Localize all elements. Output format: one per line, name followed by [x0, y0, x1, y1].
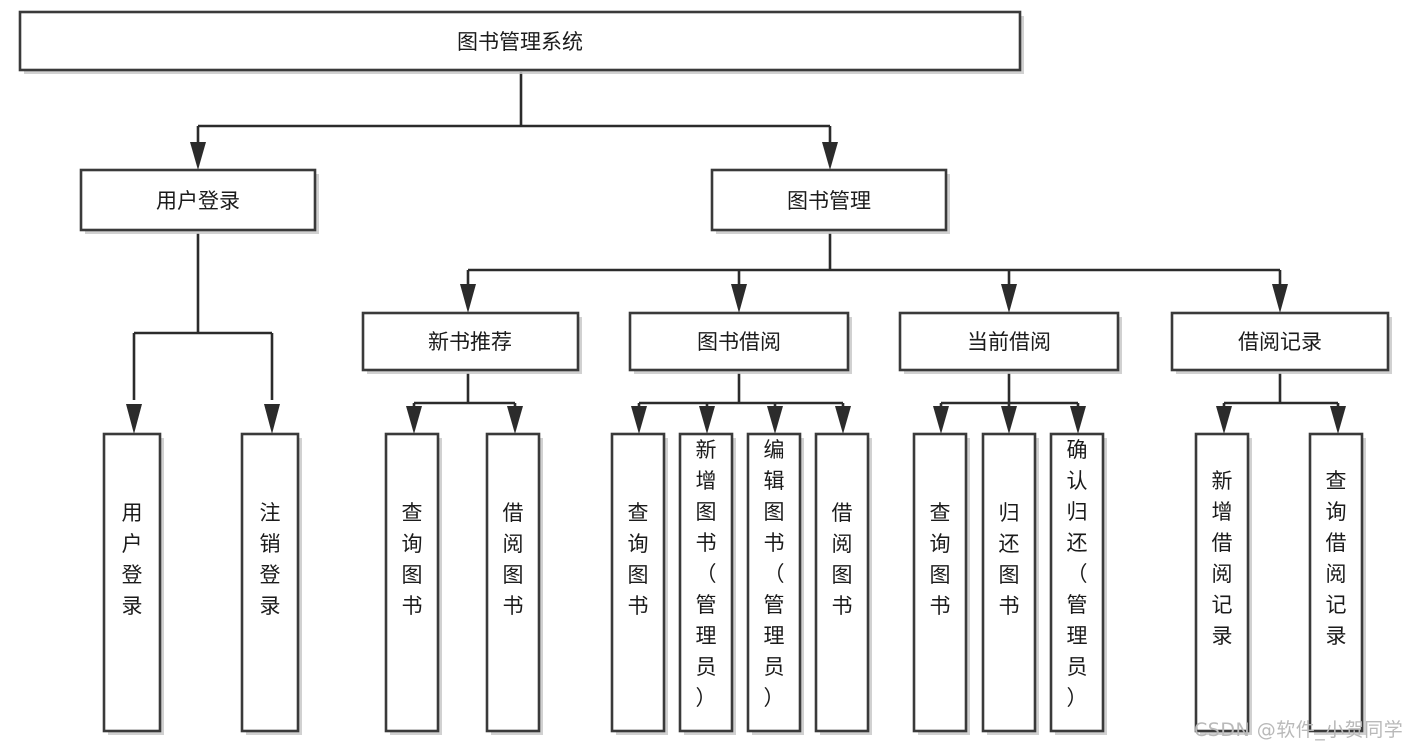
node-new-book-recommend-label: 新书推荐	[428, 330, 512, 354]
leaf-confirm-return-label: 确认归还（管理员）	[1067, 438, 1088, 710]
leaf-borrow-book-1-label: 借阅图书	[503, 501, 524, 618]
arrow-head-leaf-confirm-return	[1070, 406, 1086, 434]
leaf-node-edit-book[interactable]: 编辑图书（管理员）	[746, 432, 804, 735]
leaf-node-logout-login[interactable]: 注销登录	[240, 432, 302, 735]
arrow-head-leaf-return-book	[1001, 406, 1017, 434]
leaf-return-book-box	[981, 432, 1037, 733]
node-new-book-recommend-box	[361, 311, 580, 372]
node-user-login[interactable]: 用户登录	[79, 168, 319, 234]
leaf-borrow-book-1-box	[485, 432, 541, 733]
arrow-head-user-login	[190, 142, 206, 170]
node-current-borrow-label: 当前借阅	[967, 330, 1051, 354]
node-borrow-record-box	[1170, 311, 1390, 372]
leaf-logout-login-box	[240, 432, 300, 733]
node-book-management-label: 图书管理	[787, 189, 871, 213]
leaf-query-book-2-box	[610, 432, 666, 733]
node-borrow-record-label: 借阅记录	[1238, 330, 1322, 354]
arrow-head-leaf-edit-book	[767, 406, 783, 434]
arrow-head-leaf-borrow-book-2	[835, 406, 851, 434]
arrow-head-book-management	[822, 142, 838, 170]
leaf-add-record-box	[1194, 432, 1250, 733]
leaf-edit-book-label: 编辑图书（管理员）	[764, 438, 785, 710]
leaf-add-book-label: 新增图书（管理员）	[696, 438, 717, 710]
leaf-query-book-1-box	[384, 432, 440, 733]
arrow-head-borrow-record	[1272, 284, 1288, 313]
node-borrow-record[interactable]: 借阅记录	[1170, 311, 1392, 374]
arrow-head-leaf-query-book-3	[933, 406, 949, 434]
leaf-query-record-box	[1308, 432, 1364, 733]
leaf-node-user-login[interactable]: 用户登录	[102, 432, 164, 735]
arrow-head-leaf-add-record	[1216, 406, 1232, 434]
arrow-head-new-book-recommend	[460, 284, 476, 313]
leaf-node-add-record[interactable]: 新增借阅记录	[1194, 432, 1252, 735]
leaf-node-query-book-3[interactable]: 查询图书	[912, 432, 970, 735]
leaf-node-borrow-book-1[interactable]: 借阅图书	[485, 432, 543, 735]
node-current-borrow[interactable]: 当前借阅	[898, 311, 1122, 374]
arrow-head-leaf-user-login	[126, 404, 142, 434]
leaf-node-add-book[interactable]: 新增图书（管理员）	[678, 432, 736, 735]
leaf-node-confirm-return[interactable]: 确认归还（管理员）	[1049, 432, 1107, 735]
leaf-node-query-book-2[interactable]: 查询图书	[610, 432, 668, 735]
node-book-management[interactable]: 图书管理	[710, 168, 950, 234]
arrow-head-leaf-query-book-2	[631, 406, 647, 434]
leaf-add-book-box	[678, 432, 734, 733]
leaf-user-login-box	[102, 432, 162, 733]
leaf-node-query-book-1[interactable]: 查询图书	[384, 432, 442, 735]
leaf-query-book-3-box	[912, 432, 968, 733]
leaf-query-record-label: 查询借阅记录	[1326, 469, 1347, 648]
connector-layer	[126, 72, 1346, 434]
leaf-edit-book-box	[746, 432, 802, 733]
arrow-head-current-borrow	[1001, 284, 1017, 313]
leaf-logout-login-label: 注销登录	[260, 501, 281, 618]
node-book-borrow-label: 图书借阅	[697, 330, 781, 354]
leaf-query-book-1-label: 查询图书	[402, 501, 423, 618]
arrow-head-leaf-add-book	[699, 406, 715, 434]
arrow-head-leaf-query-book-1	[406, 406, 422, 434]
leaf-return-book-label: 归还图书	[999, 501, 1020, 618]
node-book-borrow[interactable]: 图书借阅	[628, 311, 852, 374]
leaf-node-query-record[interactable]: 查询借阅记录	[1308, 432, 1366, 735]
leaf-borrow-book-2-box	[814, 432, 870, 733]
leaf-add-record-label: 新增借阅记录	[1212, 469, 1233, 648]
node-user-login-box	[79, 168, 317, 232]
leaf-confirm-return-box	[1049, 432, 1105, 733]
leaf-node-borrow-book-2[interactable]: 借阅图书	[814, 432, 872, 735]
arrow-head-book-borrow	[731, 284, 747, 313]
arrow-head-leaf-logout-login	[264, 404, 280, 434]
leaf-borrow-book-2-label: 借阅图书	[832, 501, 853, 618]
node-user-login-label: 用户登录	[156, 189, 240, 213]
leaf-query-book-3-label: 查询图书	[930, 501, 951, 618]
leaf-node-return-book[interactable]: 归还图书	[981, 432, 1039, 735]
leaf-user-login-label: 用户登录	[122, 501, 143, 618]
node-root-box	[18, 10, 1022, 72]
arrow-head-leaf-borrow-book-1	[507, 406, 523, 434]
node-book-borrow-box	[628, 311, 850, 372]
node-root[interactable]: 图书管理系统	[18, 10, 1024, 74]
node-book-management-box	[710, 168, 948, 232]
csdn-watermark: CSDN @软件_小贺同学	[1194, 719, 1403, 741]
node-root-label: 图书管理系统	[457, 30, 583, 54]
node-current-borrow-box	[898, 311, 1120, 372]
node-new-book-recommend[interactable]: 新书推荐	[361, 311, 582, 374]
leaf-query-book-2-label: 查询图书	[628, 501, 649, 618]
arrow-head-leaf-query-record	[1330, 406, 1346, 434]
